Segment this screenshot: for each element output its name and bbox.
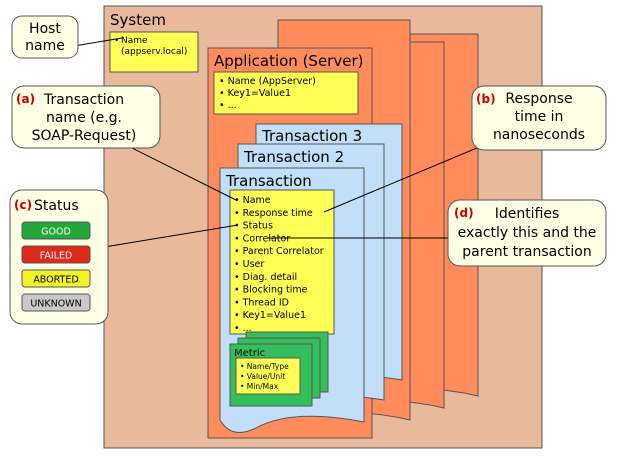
transaction-field-3: • Correlator (234, 233, 290, 244)
transaction-field-0: • Name (234, 195, 271, 206)
host-name-bullet: • (114, 36, 119, 46)
application-props-note (213, 71, 359, 115)
metric-field-0: • Name/Type (240, 362, 289, 371)
transaction-field-8: • Thread ID (234, 297, 289, 308)
metric-fields-note (235, 357, 301, 395)
callout-d-line3: parent transaction (462, 244, 591, 260)
status-badge-good (21, 221, 91, 240)
callout-d-line1: Identifies (495, 206, 560, 222)
metric-field-2: • Min/Max (240, 382, 279, 391)
callout-c-pointer (97, 224, 239, 249)
system-title: System (110, 11, 166, 29)
application-prop-0: • Name (AppServer) (219, 76, 316, 87)
transaction-field-6: • Diag. detail (234, 272, 297, 283)
metric-fields-list: • Name/Type• Value/Unit• Min/Max (240, 362, 289, 391)
transaction-field-7: • Blocking time (234, 285, 308, 296)
callout-a-tag: (a) (16, 92, 35, 106)
callout-d-tag: (d) (454, 206, 474, 220)
transaction-field-10: • ... (234, 323, 252, 334)
status-badge-list: GOOD FAILED ABORTED UNKNOWN (21, 221, 91, 312)
status-badge-label: FAILED (40, 251, 73, 262)
host-callout (11, 15, 79, 59)
transaction-2-title: Transaction 2 (243, 148, 344, 166)
host-name-label: Name (121, 36, 148, 46)
application-title: Application (Server) (214, 52, 363, 70)
callout-a-line2: name (e.g. (46, 110, 122, 126)
status-badge-aborted (21, 269, 91, 288)
callout-d (447, 199, 607, 267)
status-badge-label: GOOD (41, 227, 71, 238)
application-prop-2: • ... (219, 100, 237, 111)
transaction-field-9: • Key1=Value1 (234, 310, 306, 321)
host-name-note (109, 31, 199, 73)
callout-b-line3: nanoseconds (493, 127, 585, 143)
callout-b-line1: Response (505, 91, 572, 107)
callout-b (471, 85, 607, 151)
transaction-3-title: Transaction 3 (261, 127, 362, 145)
host-name-value: (appserv.local) (121, 47, 187, 57)
callout-b-tag: (b) (476, 92, 496, 106)
callout-c-tag: (c) (14, 198, 32, 212)
status-badge-failed (21, 245, 91, 264)
callout-a (11, 85, 161, 149)
callout-a-line3: SOAP-Request) (32, 128, 137, 144)
callout-b-line2: time in (515, 109, 564, 125)
transaction-title: Transaction (225, 172, 312, 190)
transaction-field-5: • User (234, 259, 264, 270)
callout-a-line1: Transaction (43, 92, 124, 108)
status-badge-unknown (21, 293, 91, 312)
callout-b-pointer (323, 139, 497, 213)
host-callout-line1: Host (29, 21, 61, 37)
callout-c-title: Status (34, 198, 79, 214)
transaction-fields-note (229, 189, 335, 335)
transaction-field-4: • Parent Correlator (234, 246, 324, 257)
status-badge-label: UNKNOWN (30, 299, 81, 310)
status-badge-label: ABORTED (33, 275, 78, 286)
metric-field-1: • Value/Unit (240, 372, 285, 381)
transaction-field-2: • Status (234, 221, 273, 232)
application-props-list: • Name (AppServer)• Key1=Value1• ... (219, 76, 316, 111)
application-prop-1: • Key1=Value1 (219, 88, 291, 99)
transaction-field-1: • Response time (234, 208, 313, 219)
host-callout-line2: name (25, 38, 65, 54)
metric-title: Metric (234, 348, 265, 359)
callout-d-line2: exactly this and the (458, 225, 597, 241)
transaction-fields-list: • Name • Response time • Status• Correlato… (234, 195, 324, 334)
